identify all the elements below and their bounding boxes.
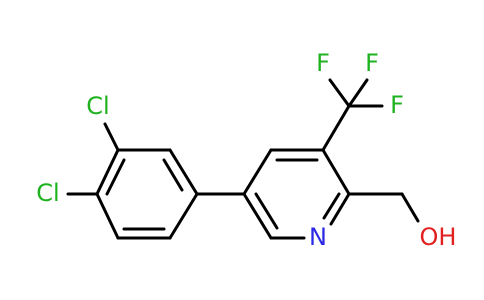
double-bond-inner <box>105 158 126 196</box>
bond <box>242 192 273 240</box>
bond <box>95 148 120 196</box>
bond <box>168 192 199 240</box>
chlorine-label-top: Cl <box>86 92 109 120</box>
pyridine-ring <box>242 148 351 240</box>
bond <box>242 148 273 196</box>
hydroxyl-label: OH <box>420 223 457 251</box>
chlorine-label-left: Cl <box>36 179 59 207</box>
fluorine-label-mid: F <box>365 49 379 77</box>
fluorine-label-left: F <box>316 49 330 77</box>
double-bond-inner <box>254 192 279 230</box>
fluorine-label-right: F <box>390 91 404 119</box>
nitrogen-label: N <box>309 223 327 251</box>
double-bond-inner <box>162 158 184 192</box>
bond <box>321 148 351 196</box>
bond <box>168 148 199 196</box>
bond <box>95 192 120 240</box>
bond-c-f <box>347 78 369 108</box>
double-bond-inner <box>322 192 341 220</box>
bond <box>329 192 351 226</box>
bond-c-f <box>328 78 351 108</box>
bond-ch2-oh <box>400 192 420 223</box>
bond-ring-cf3 <box>321 104 351 152</box>
bond-c-cl-top <box>103 122 120 152</box>
dichlorophenyl-ring <box>95 148 199 240</box>
